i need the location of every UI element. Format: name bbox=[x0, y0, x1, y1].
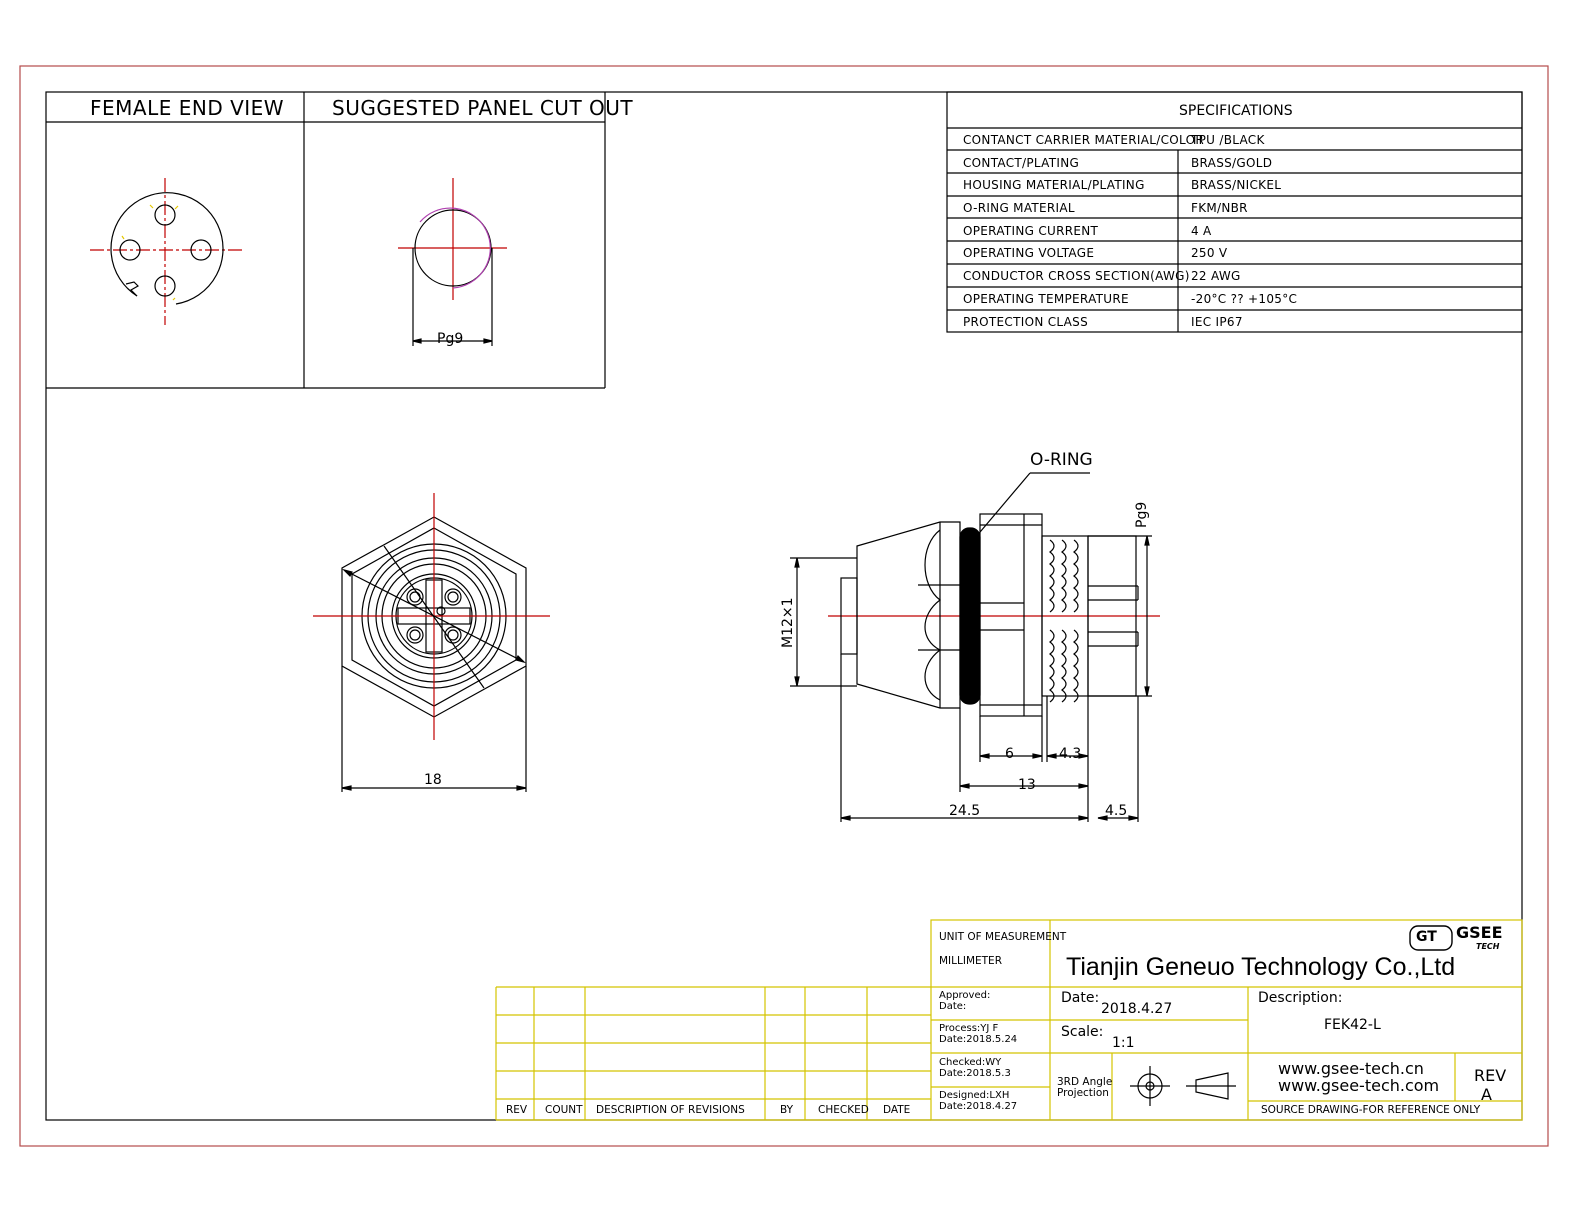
side-pg-dimension: Pg9 bbox=[1134, 501, 1150, 528]
logo-gsee: GSEE bbox=[1456, 923, 1503, 942]
cutout-pg-dimension: Pg9 bbox=[437, 331, 464, 347]
website-url-1: www.gsee-tech.cn bbox=[1278, 1059, 1424, 1078]
spec-value: TPU /BLACK bbox=[1191, 133, 1265, 147]
description-header: DESCRIPTION OF REVISIONS bbox=[596, 1104, 745, 1116]
spec-title: SPECIFICATIONS bbox=[1179, 103, 1293, 119]
dim-6: 6 bbox=[1005, 746, 1014, 762]
scale-value: 1:1 bbox=[1112, 1035, 1135, 1051]
process-date: Date:2018.5.24 bbox=[939, 1034, 1018, 1045]
spec-label: OPERATING TEMPERATURE bbox=[963, 292, 1129, 306]
unit-label: UNIT OF MEASUREMENT bbox=[939, 931, 1067, 943]
company-logo bbox=[1409, 925, 1453, 951]
outer-border bbox=[19, 65, 1549, 1147]
revision-table-grid bbox=[495, 986, 931, 1121]
panel-cutout-drawing bbox=[398, 178, 507, 346]
website-url-2: www.gsee-tech.com bbox=[1278, 1076, 1440, 1095]
dim-4-3: 4.3 bbox=[1059, 746, 1082, 762]
projection-line-1: 3RD Angle bbox=[1057, 1076, 1113, 1088]
spec-value: 4 A bbox=[1191, 224, 1212, 238]
spec-label: OPERATING CURRENT bbox=[963, 224, 1099, 238]
rev-value: A bbox=[1481, 1085, 1492, 1104]
spec-label: CONTANCT CARRIER MATERIAL/COLOR bbox=[963, 133, 1204, 147]
checked-label: Checked:WY bbox=[939, 1057, 1002, 1068]
checked-date: Date:2018.5.3 bbox=[939, 1068, 1011, 1079]
projection-line-2: Projection bbox=[1057, 1087, 1109, 1099]
rev-label: REV bbox=[1474, 1066, 1507, 1085]
spec-value: 250 V bbox=[1191, 246, 1228, 260]
spec-value: IEC IP67 bbox=[1191, 315, 1243, 329]
rev-header: REV bbox=[506, 1104, 528, 1116]
designed-date: Date:2018.4.27 bbox=[939, 1101, 1018, 1112]
designed-label: Designed:LXH bbox=[939, 1090, 1010, 1101]
spec-label: CONDUCTOR CROSS SECTION(AWG) bbox=[963, 269, 1190, 283]
spec-value: BRASS/GOLD bbox=[1191, 156, 1273, 170]
logo-tech: TECH bbox=[1476, 942, 1500, 951]
spec-label: O-RING MATERIAL bbox=[963, 201, 1075, 215]
company-name: Tianjin Geneuo Technology Co.,Ltd bbox=[1066, 953, 1456, 981]
description-label: Description: bbox=[1258, 990, 1343, 1006]
logo-gt: GT bbox=[1416, 929, 1437, 945]
date-label: Date: bbox=[1061, 990, 1100, 1006]
checked-header: CHECKED bbox=[818, 1104, 869, 1116]
dim-13: 13 bbox=[1018, 777, 1036, 793]
count-header: COUNT bbox=[545, 1104, 583, 1116]
spec-value: BRASS/NICKEL bbox=[1191, 178, 1282, 192]
dim-4-5: 4.5 bbox=[1105, 803, 1128, 819]
spec-value: 22 AWG bbox=[1191, 269, 1241, 283]
view-boxes bbox=[46, 92, 606, 389]
spec-value: FKM/NBR bbox=[1191, 201, 1248, 215]
spec-value: -20°C ?? +105°C bbox=[1191, 292, 1298, 306]
spec-table-grid bbox=[946, 91, 1523, 333]
approved-date: Date: bbox=[939, 1001, 967, 1012]
date-header: DATE bbox=[883, 1104, 911, 1116]
spec-label: HOUSING MATERIAL/PLATING bbox=[963, 178, 1145, 192]
spec-label: CONTACT/PLATING bbox=[963, 156, 1080, 170]
side-view-drawing bbox=[790, 472, 1160, 822]
description-value: FEK42-L bbox=[1324, 1017, 1381, 1033]
oring-label: O-RING bbox=[1030, 450, 1093, 470]
title-block-grid bbox=[930, 919, 1523, 1121]
unit-value: MILLIMETER bbox=[939, 955, 1002, 967]
front-width-dimension: 18 bbox=[424, 772, 442, 788]
front-view-drawing bbox=[313, 493, 550, 792]
dim-24-5: 24.5 bbox=[949, 803, 981, 819]
by-header: BY bbox=[780, 1104, 794, 1116]
female-end-view-title: FEMALE END VIEW bbox=[90, 96, 285, 120]
process-label: Process:YJ F bbox=[939, 1023, 999, 1034]
projection-symbol-icon bbox=[1130, 1066, 1236, 1106]
panel-cutout-title: SUGGESTED PANEL CUT OUT bbox=[332, 96, 634, 120]
approved-label: Approved: bbox=[939, 990, 991, 1001]
spec-label: OPERATING VOLTAGE bbox=[963, 246, 1095, 260]
reference-footnote: SOURCE DRAWING-FOR REFERENCE ONLY bbox=[1261, 1104, 1481, 1116]
scale-label: Scale: bbox=[1061, 1024, 1104, 1040]
date-value: 2018.4.27 bbox=[1101, 1001, 1173, 1017]
thread-dimension: M12×1 bbox=[780, 597, 796, 648]
female-end-view-drawing bbox=[90, 178, 242, 325]
spec-label: PROTECTION CLASS bbox=[963, 315, 1088, 329]
